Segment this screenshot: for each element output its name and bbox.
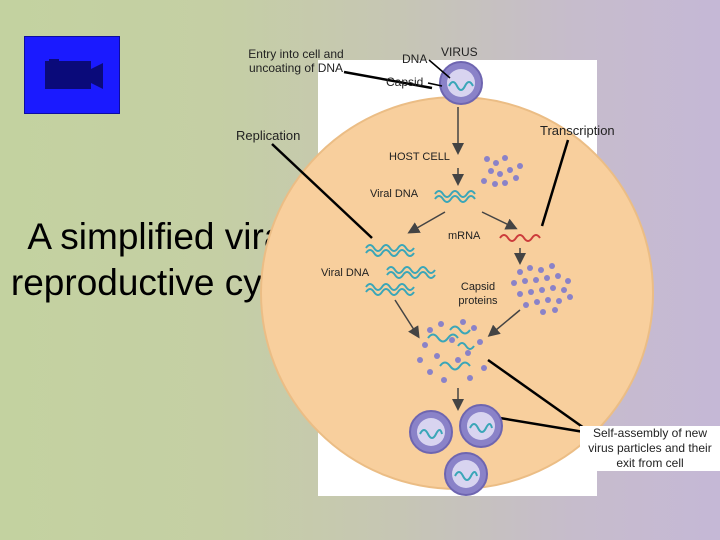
- video-play-button[interactable]: [24, 36, 120, 114]
- label-self-assembly: Self-assembly of new virus particles and…: [580, 426, 720, 471]
- callout-entry: [343, 70, 433, 90]
- mrna-strand: [499, 234, 541, 242]
- virus-particle-incoming: [439, 61, 483, 105]
- slide-title: A simplified viral reproductive cycle: [10, 216, 310, 303]
- callout-replication: [271, 143, 373, 239]
- label-host-cell: HOST CELL: [389, 151, 450, 163]
- callout-dna: [428, 59, 451, 79]
- label-entry: Entry into cell and uncoating of DNA: [248, 47, 344, 75]
- arrow-dna-to-assembly: [394, 299, 420, 339]
- video-camera-icon: [45, 59, 103, 89]
- viral-dna-strands: [365, 190, 476, 296]
- label-capsid: Capsid: [386, 75, 424, 89]
- assembly-area: [417, 319, 487, 383]
- label-viral-dna-top: Viral DNA: [370, 188, 419, 200]
- label-virus: VIRUS: [441, 45, 478, 59]
- callout-transcription: [540, 139, 570, 227]
- virus-particle-new-3: [444, 452, 488, 496]
- label-dna: DNA: [402, 52, 428, 66]
- callout-capsid: [427, 82, 443, 87]
- virus-particle-new-1: [409, 410, 453, 454]
- virus-particle-new-2: [459, 404, 503, 448]
- arrow-transcription: [481, 211, 518, 230]
- callout-assembly-1: [487, 358, 585, 430]
- callout-assembly-2: [499, 416, 585, 434]
- arrow-replication: [407, 211, 446, 234]
- capsid-protein-cluster: [511, 263, 573, 315]
- label-viral-dna-left: Viral DNA: [321, 267, 370, 279]
- label-transcription: Transcription: [540, 123, 615, 138]
- label-replication: Replication: [236, 128, 301, 143]
- arrow-proteins-to-assembly: [487, 309, 521, 337]
- label-capsid-proteins: Capsid proteins: [458, 281, 498, 307]
- label-mrna: mRNA: [448, 230, 481, 242]
- protein-cluster-top: [481, 155, 523, 187]
